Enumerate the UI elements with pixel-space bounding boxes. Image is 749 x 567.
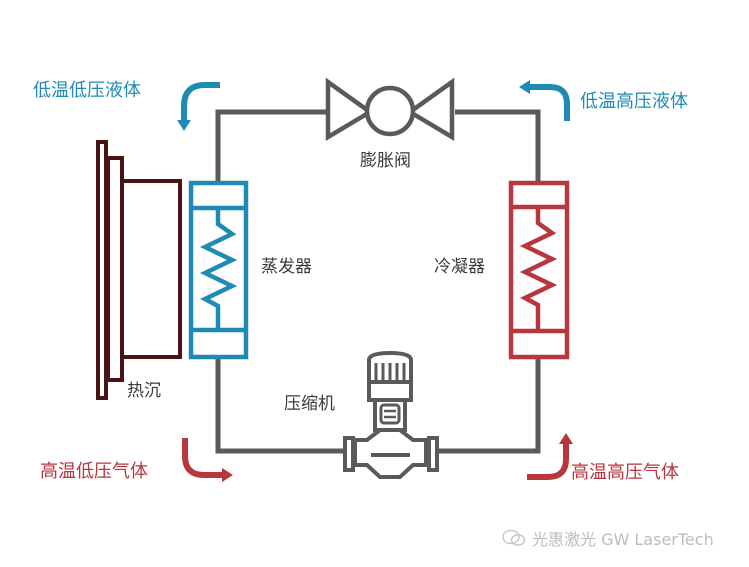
expansion-valve-icon (325, 77, 455, 141)
condenser-icon (508, 180, 570, 360)
state-label-bottom-right: 高温高压气体 (571, 462, 679, 483)
condenser-label: 冷凝器 (434, 257, 485, 277)
state-label-top-right: 低温高压液体 (580, 91, 688, 112)
expansion-valve-label: 膨胀阀 (360, 151, 411, 171)
compressor-icon (343, 350, 439, 479)
state-label-bottom-left: 高温低压气体 (40, 461, 148, 482)
curved-arrow-left-icon (519, 80, 570, 121)
curved-arrow-down-icon (177, 82, 220, 131)
evaporator-label: 蒸发器 (261, 257, 312, 277)
state-label-top-left: 低温低压液体 (33, 80, 141, 101)
wechat-logo-icon (502, 529, 526, 546)
watermark-text: 光惠激光 GW LaserTech (532, 530, 714, 549)
compressor-label: 压缩机 (284, 394, 335, 414)
pipe-bottom-left (215, 356, 345, 454)
curved-arrow-up-icon (527, 433, 573, 480)
heat-sink-label: 热沉 (127, 381, 161, 401)
evaporator-icon (188, 180, 249, 360)
heat-sink-icon (96, 140, 182, 400)
pipe-top-left (215, 109, 328, 184)
pipe-bottom-right (437, 376, 541, 454)
pipe-loop (215, 109, 541, 454)
watermark: 光惠激光 GW LaserTech (502, 526, 714, 550)
pipe-top-right (455, 109, 541, 184)
curved-arrow-right-icon (182, 438, 233, 482)
